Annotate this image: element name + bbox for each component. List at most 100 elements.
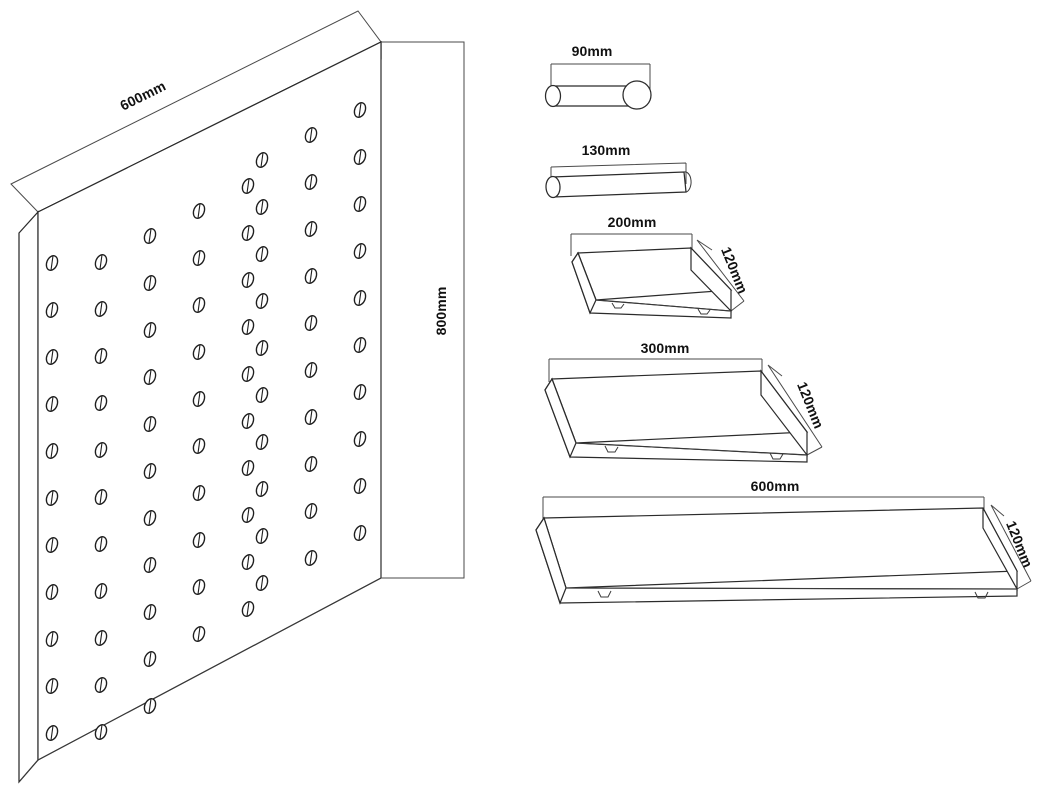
hole-column: [143, 369, 157, 385]
hole-column: [45, 631, 59, 647]
peg90-body: [552, 85, 635, 107]
shelf200-left-edge: [571, 251, 597, 315]
panel-hole-grid: [45, 102, 367, 741]
part-peg-90mm: 90mm: [544, 43, 652, 110]
hole-column: [94, 489, 108, 505]
panel-width-label: 600mm: [117, 77, 168, 113]
shelf200-depth-dimension: [696, 239, 745, 312]
hole-column: [192, 532, 206, 548]
peg90-left-end: [544, 84, 562, 108]
hole-column: [353, 384, 367, 400]
hole-column: [45, 396, 59, 412]
hole-column: [192, 297, 206, 313]
hole-column: [94, 630, 108, 646]
hole-column: [143, 557, 157, 573]
hole-column: [143, 510, 157, 526]
shelf600-notch: [974, 591, 989, 599]
shelf300-left-edge: [544, 377, 577, 459]
part-rod-130mm: 130mm: [545, 142, 692, 199]
hole-column: [255, 340, 269, 356]
hole-column: [94, 583, 108, 599]
hole-column: [192, 626, 206, 642]
shelf600-top-surface: [543, 507, 1018, 589]
shelf200-length-label: 200mm: [608, 214, 657, 230]
rod130-length-label: 130mm: [582, 142, 631, 158]
hole-column: [143, 604, 157, 620]
shelf600-left-edge: [535, 516, 567, 605]
hole-column: [255, 575, 269, 591]
hole-column: [192, 250, 206, 266]
shelf300-notch: [604, 445, 619, 453]
shelf600-notch: [597, 590, 612, 598]
hole-column: [304, 174, 318, 190]
part-shelf-200mm: 200mm 120mm: [570, 214, 751, 319]
hole-column: [45, 302, 59, 318]
shelf200-notch: [611, 302, 625, 309]
hole-column: [241, 413, 255, 429]
hole-column: [241, 507, 255, 523]
hole-column: [143, 463, 157, 479]
hole-column: [255, 152, 269, 168]
hole-column: [304, 221, 318, 237]
hole-column: [304, 550, 318, 566]
hole-column: [241, 366, 255, 382]
hole-column: [255, 246, 269, 262]
hole-column: [45, 255, 59, 271]
hole-column: [94, 724, 108, 740]
peg90-length-label: 90mm: [572, 43, 613, 59]
part-shelf-300mm: 300mm 120mm: [544, 340, 827, 463]
shelf300-depth-dimension: [767, 364, 823, 456]
shelf600-front-rail: [565, 587, 1018, 590]
rod130-body: [551, 171, 687, 198]
shelf200-notch: [697, 308, 711, 315]
hole-column: [94, 301, 108, 317]
hole-column: [45, 490, 59, 506]
part-shelf-600mm: 600mm 120mm: [535, 478, 1036, 605]
hole-column: [143, 416, 157, 432]
hole-column: [304, 456, 318, 472]
hole-column: [255, 387, 269, 403]
rod130-right-end: [683, 171, 692, 193]
panel-left-edge: [18, 210, 39, 784]
hole-column: [304, 127, 318, 143]
shelf600-depth-dimension: [990, 504, 1032, 590]
shelf600-length-label: 600mm: [751, 478, 800, 494]
hole-column: [353, 337, 367, 353]
shelf200-front-rail: [595, 299, 732, 312]
hole-column: [45, 678, 59, 694]
panel-front-face: [37, 41, 382, 761]
shelf300-notch: [769, 452, 784, 460]
pegboard-panel: 600mm 800mm: [10, 10, 465, 784]
hole-column: [241, 225, 255, 241]
hole-column: [255, 481, 269, 497]
hole-column: [143, 228, 157, 244]
hole-column: [241, 554, 255, 570]
hole-column: [192, 438, 206, 454]
hole-column: [353, 525, 367, 541]
hole-column: [192, 485, 206, 501]
hole-column: [304, 315, 318, 331]
panel-height-dimension: [381, 41, 465, 579]
rod130-left-end: [545, 175, 561, 199]
hole-column: [304, 503, 318, 519]
shelf300-front-rail: [575, 442, 808, 456]
hole-column: [45, 725, 59, 741]
peg90-knob: [622, 80, 652, 110]
hole-column: [353, 431, 367, 447]
panel-bottom-edge: [18, 577, 382, 783]
hole-column: [304, 268, 318, 284]
hole-column: [353, 196, 367, 212]
hole-column: [304, 409, 318, 425]
hole-column: [94, 677, 108, 693]
hole-column: [255, 293, 269, 309]
hole-column: [255, 434, 269, 450]
hole-column: [192, 579, 206, 595]
hole-column: [241, 272, 255, 288]
hole-column: [45, 584, 59, 600]
hole-column: [192, 391, 206, 407]
hole-column: [143, 698, 157, 714]
hole-column: [304, 362, 318, 378]
hole-column: [241, 601, 255, 617]
hole-column: [353, 478, 367, 494]
